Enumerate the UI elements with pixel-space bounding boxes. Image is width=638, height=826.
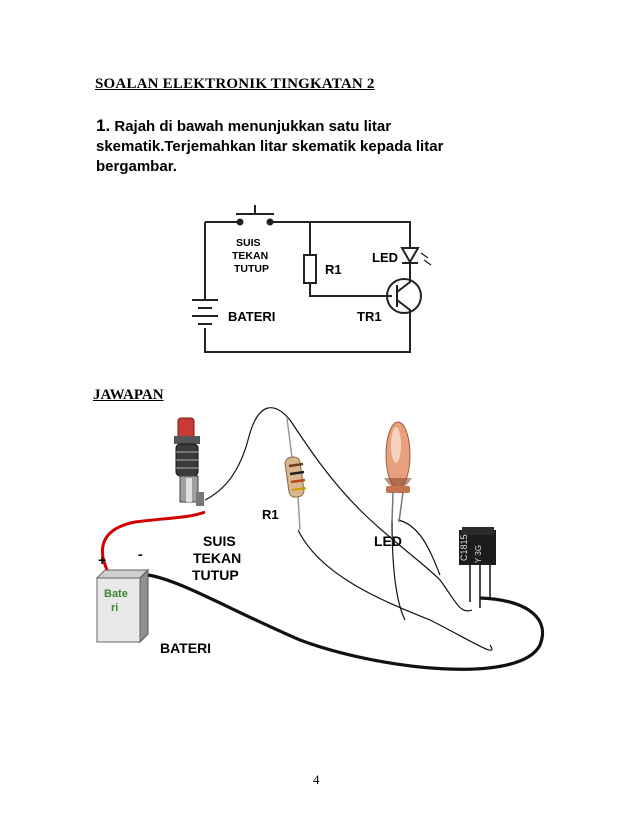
transistor-marking-2: Y 3G: [474, 545, 483, 563]
schematic-wire-bottom: [204, 312, 411, 353]
question-text: 1. Rajah di bawah menunjukkan satu litar…: [96, 116, 536, 177]
transistor-circle: [386, 278, 422, 314]
pictorial-resistor-label: R1: [262, 507, 279, 522]
led-component: [384, 421, 412, 523]
battery-box-text-2: ri: [111, 602, 118, 614]
schematic-wire-top-right: [272, 221, 411, 248]
wire-switch-to-transistor: [204, 407, 473, 612]
switch-contact-left: [236, 218, 244, 226]
switch-push-bar: [236, 205, 274, 215]
transistor-leads: [396, 268, 411, 312]
led-light-arrows: [420, 252, 432, 266]
battery-negative-wire: [147, 573, 545, 671]
pictorial-battery-label: BATERI: [160, 640, 211, 656]
pictorial-switch-label-1: SUIS: [203, 533, 236, 549]
resistor-symbol: [303, 254, 317, 284]
push-button-switch: [174, 417, 204, 506]
battery-symbol: [192, 299, 218, 325]
battery-positive-wire: [101, 510, 206, 573]
wire-resistor-lead: [297, 529, 493, 651]
schematic-switch-label-1: SUIS: [236, 237, 261, 249]
schematic-switch-label-2: TEKAN: [232, 250, 268, 262]
minus-sign: -: [138, 546, 143, 562]
answer-heading: JAWAPAN: [93, 387, 164, 403]
question-number: 1.: [96, 116, 111, 135]
pictorial-switch-label-2: TEKAN: [193, 550, 241, 566]
schematic-wire-resistor: [309, 222, 392, 297]
plus-sign: +: [98, 552, 106, 568]
question-line-2: skematik.Terjemahkan litar skematik kepa…: [96, 138, 444, 155]
pictorial-led-label: LED: [374, 533, 402, 549]
schematic-switch-label-3: TUTUP: [234, 263, 269, 275]
pictorial-switch-label-3: TUTUP: [192, 567, 239, 583]
schematic-battery-label: BATERI: [228, 309, 275, 324]
transistor-legs: [469, 565, 491, 608]
transistor-component: C1815 Y 3G: [459, 527, 496, 565]
transistor-marking-1: C1815: [459, 534, 469, 561]
battery-box: [95, 568, 150, 644]
schematic-resistor-label: R1: [325, 262, 342, 277]
page-number: 4: [313, 772, 320, 787]
page-title: SOALAN ELEKTRONIK TINGKATAN 2: [95, 76, 375, 92]
battery-box-text-1: Bate: [104, 588, 128, 600]
resistor-component: [284, 417, 307, 531]
switch-contact-right: [266, 218, 274, 226]
question-line-1: Rajah di bawah menunjukkan satu litar: [110, 118, 392, 135]
question-line-3: bergambar.: [96, 158, 177, 175]
schematic-transistor-label: TR1: [357, 309, 382, 324]
schematic-led-label: LED: [372, 250, 398, 265]
led-symbol: [400, 247, 420, 265]
wire-led-lead: [391, 519, 406, 621]
